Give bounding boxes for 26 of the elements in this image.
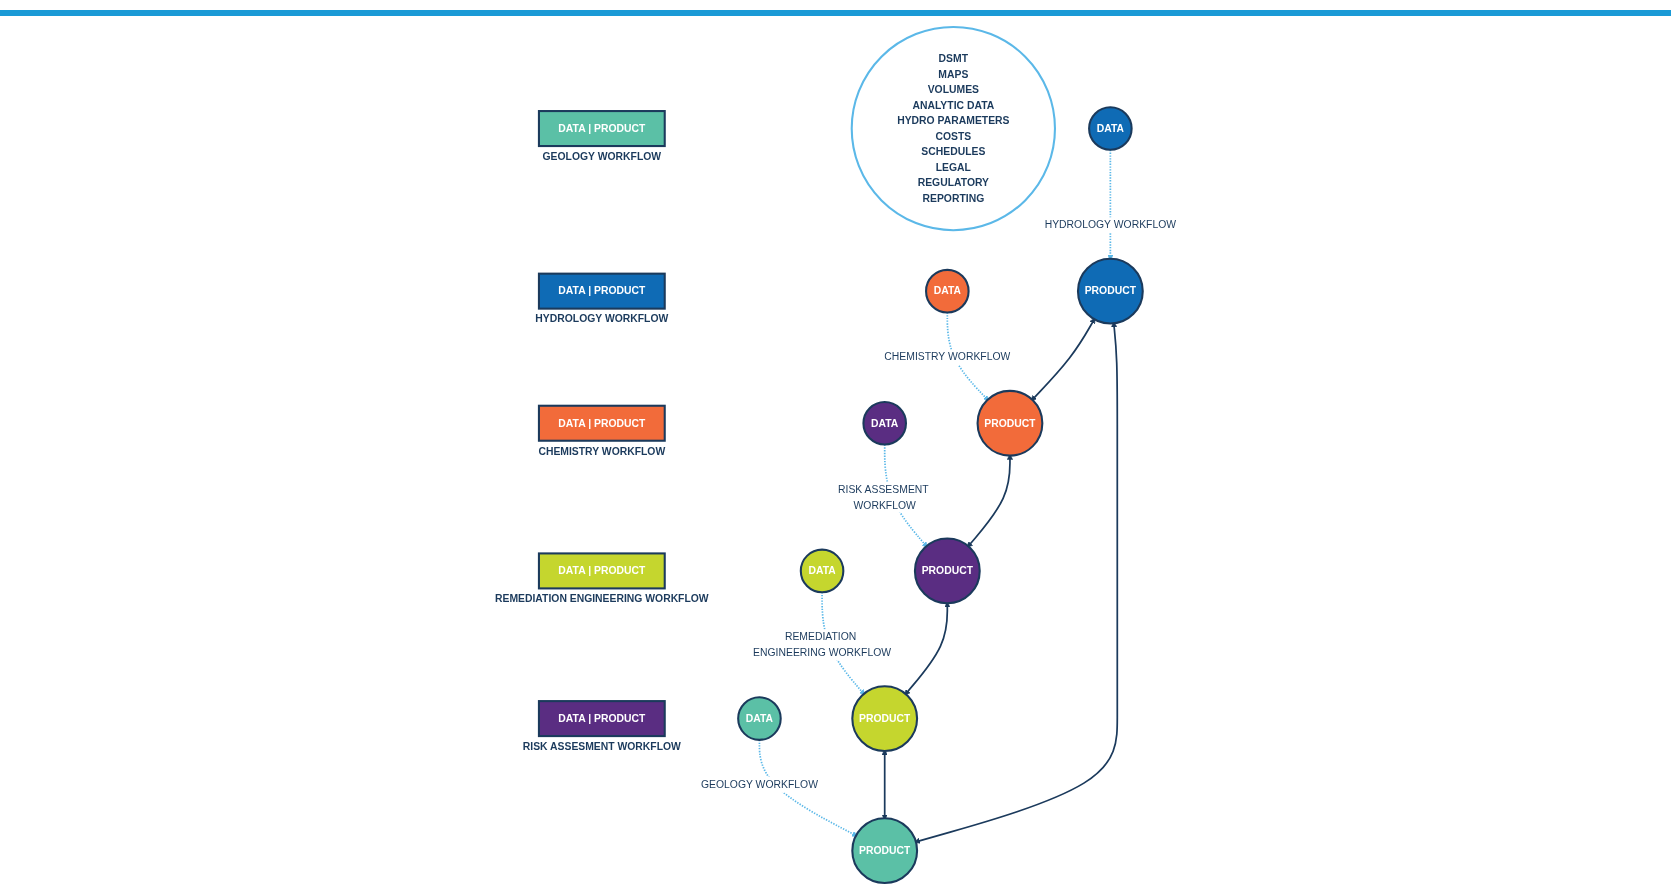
node-circle: PRODUCT (851, 817, 919, 885)
node-box: DATA | PRODUCT (537, 272, 666, 310)
node-circle: PRODUCT (1076, 257, 1144, 325)
node-circle: DATA (862, 400, 907, 446)
workflow-label: GEOLOGY WORKFLOW (542, 150, 662, 162)
workflow-label: REMEDIATION ENGINEERING WORKFLOW (495, 593, 709, 605)
node-circle: PRODUCT (976, 389, 1044, 457)
node-box: DATA | PRODUCT (537, 404, 666, 442)
edge-label: RISK ASSESMENT WORKFLOW (838, 482, 929, 511)
edge-label: REMEDIATION ENGINEERING WORKFLOW (753, 630, 892, 658)
node-box: DATA | PRODUCT (537, 700, 666, 738)
node-box: DATA | PRODUCT (537, 552, 666, 590)
node-circle: PRODUCT (851, 685, 919, 752)
workflow-label: RISK ASSESMENT WORKFLOW (522, 740, 681, 752)
node-box: DATA | PRODUCT (537, 110, 666, 148)
node-circle: DATA (1088, 106, 1133, 151)
edge-label: CHEMISTRY WORKFLOW (884, 350, 1011, 363)
arrow (1030, 317, 1096, 402)
node-circle: DATA (799, 548, 845, 594)
node-circle: DATA (737, 696, 782, 741)
node-circle: PRODUCT (913, 537, 981, 605)
node-circle: DATA (925, 268, 970, 314)
edge-label: GEOLOGY WORKFLOW (700, 778, 818, 791)
workflow-label: HYDROLOGY WORKFLOW (535, 313, 669, 325)
workflow-label: CHEMISTRY WORKFLOW (538, 445, 666, 457)
edge-label: HYDROLOGY WORKFLOW (1044, 218, 1177, 231)
